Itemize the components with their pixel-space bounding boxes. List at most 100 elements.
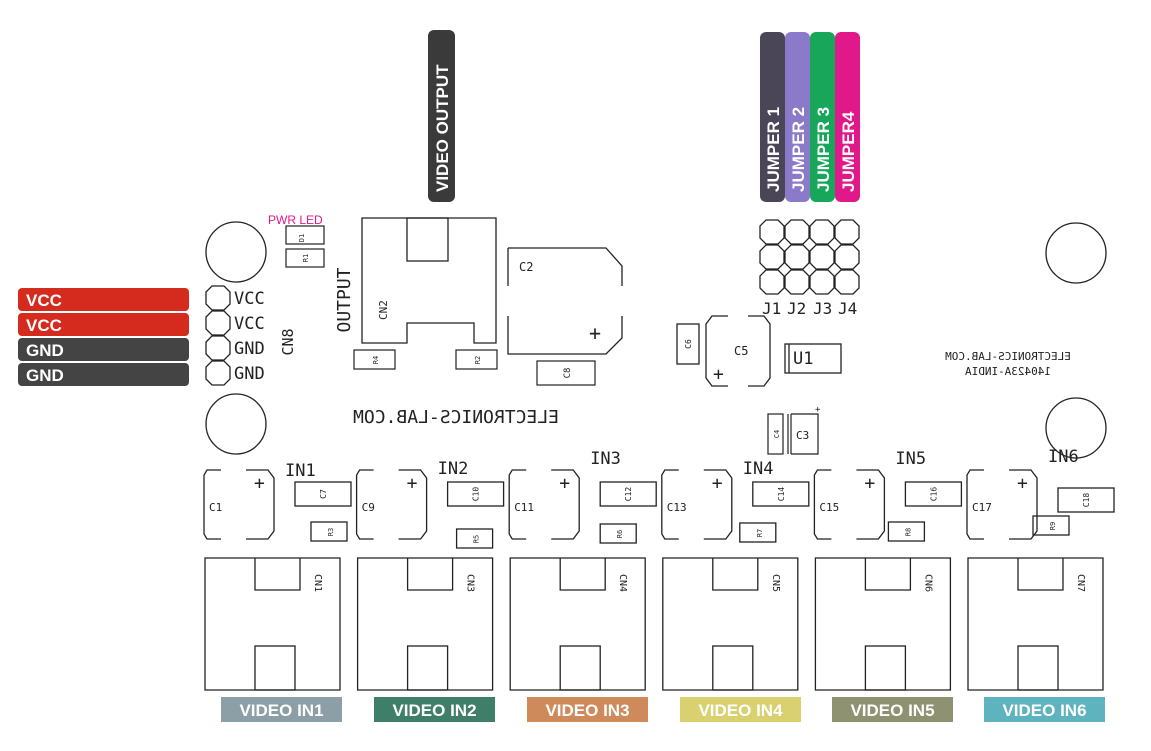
input-cap-small-label: C16 (929, 487, 938, 502)
jumper-label: J4 (838, 299, 857, 318)
input-connector-label: CN7 (1075, 574, 1086, 592)
input-cap-small-label: C14 (777, 487, 786, 502)
input-resistor-label: R6 (616, 530, 624, 538)
brand-silkscreen-mirrored: ELECTRONICS-LAB.COM (353, 407, 559, 428)
plus-marker: + (815, 405, 821, 415)
c6-label: C6 (684, 339, 693, 349)
input-tag-1: VIDEO IN1 (221, 697, 342, 722)
input-label: IN6 (1048, 447, 1079, 467)
capacitor-c2: C2 + (507, 247, 623, 355)
input-connector-label: CN5 (770, 574, 781, 592)
u1-label: U1 (793, 349, 813, 369)
output-connector: OUTPUT CN2 (334, 217, 497, 344)
mounting-hole (205, 393, 267, 455)
jumper-tag-1-label: JUMPER 1 (764, 107, 783, 192)
r1-label: R1 (302, 254, 310, 262)
plus-marker: + (864, 473, 875, 494)
plus-marker: + (559, 473, 570, 494)
brand-right-line2: 140423A-INDIA (965, 365, 1051, 378)
c8-label: C8 (563, 368, 573, 379)
jumper-tag-2: JUMPER 2 (785, 32, 810, 202)
input-cap-small-label: C18 (1082, 493, 1091, 508)
input-resistor-label: R9 (1049, 522, 1057, 530)
power-tag-vcc-1-label: VCC (26, 291, 62, 310)
plus-marker: + (407, 473, 418, 494)
pwr-led-area: PWR LED D1 R1 (268, 213, 325, 268)
brand-right-line1: ELECTRONICS-LAB.COM (945, 350, 1071, 363)
jumper-tag-3: JUMPER 3 (810, 32, 835, 202)
plus-marker: + (254, 473, 265, 494)
cn8-label: CN8 (279, 328, 297, 355)
input-resistor-label: R5 (473, 535, 481, 543)
pwr-led-label: PWR LED (268, 213, 323, 227)
input-connector-label: CN6 (922, 574, 933, 592)
input-tag-label: VIDEO IN2 (392, 701, 476, 720)
input-tag-label: VIDEO IN4 (698, 701, 783, 720)
input-tag-label: VIDEO IN5 (850, 701, 934, 720)
jumper-tag-2-label: JUMPER 2 (789, 107, 808, 192)
jumper-label: J3 (813, 299, 832, 318)
input-connector-label: CN4 (617, 574, 628, 592)
input-tag-label: VIDEO IN1 (239, 701, 323, 720)
r2-label: R2 (474, 356, 482, 364)
output-passives: R4 R2 C8 (353, 349, 596, 386)
input-tag-5: VIDEO IN5 (832, 697, 953, 722)
input-label: IN5 (895, 449, 926, 469)
led-d1 (285, 225, 325, 245)
input-tags: VIDEO IN1 VIDEO IN2 VIDEO IN3 VIDEO IN4 VIDE… (221, 697, 1105, 722)
power-tag-vcc-2: VCC (18, 313, 189, 336)
c4-label: C4 (773, 430, 781, 438)
input-tag-label: VIDEO IN3 (545, 701, 629, 720)
cn2-label: CN2 (377, 300, 390, 320)
input-connector-label: CN1 (312, 574, 323, 592)
mounting-holes (205, 221, 1107, 459)
input-cap-big-label: C1 (209, 501, 222, 514)
input-channels: IN1C1+C7R3CN1IN2C9+C10R5CN3IN3C11+C12R6C… (203, 447, 1115, 691)
c3-c4-area: C4 C3 + (767, 405, 821, 455)
power-tag-gnd-2-label: GND (26, 366, 64, 385)
jumper-tag-4: JUMPER4 (835, 32, 860, 202)
input-cap-big-label: C11 (514, 501, 534, 514)
input-tag-2: VIDEO IN2 (374, 697, 495, 722)
c3-label: C3 (796, 429, 809, 442)
input-cap-small-label: C12 (624, 487, 633, 502)
video-output-tag: VIDEO OUTPUT (428, 30, 455, 202)
plus-marker: + (712, 473, 723, 494)
input-cap-big-label: C9 (362, 501, 375, 514)
jumper-tag-1: JUMPER 1 (760, 32, 785, 202)
jumper-tag-3-label: JUMPER 3 (814, 107, 833, 192)
plus-marker: + (1017, 473, 1028, 494)
input-tag-6: VIDEO IN6 (984, 697, 1105, 722)
d1-label: D1 (298, 234, 306, 242)
jumper-tags: JUMPER 1 JUMPER 2 JUMPER 3 JUMPER4 (760, 32, 860, 202)
input-connector-label: CN3 (465, 574, 476, 592)
power-tag-vcc-1: VCC (18, 288, 189, 311)
input-label: IN1 (285, 461, 316, 481)
cn8-pin-label: GND (234, 339, 265, 359)
input-label: IN3 (590, 449, 621, 469)
cn8-header: VCC VCC GND GND CN8 (205, 285, 297, 386)
input-cap-small-label: C10 (472, 487, 481, 502)
power-tags: VCC VCC GND GND (18, 288, 189, 386)
input-tag-4: VIDEO IN4 (680, 697, 801, 722)
input-label: IN4 (743, 459, 774, 479)
input-tag-label: VIDEO IN6 (1002, 701, 1086, 720)
jumper-tag-4-label: JUMPER4 (839, 111, 858, 192)
plus-marker: + (589, 321, 601, 345)
input-cap-small-label: C7 (319, 489, 328, 499)
input-cap-big-label: C17 (972, 501, 992, 514)
brand-right: ELECTRONICS-LAB.COM 140423A-INDIA (945, 350, 1071, 378)
c5-label: C5 (734, 344, 748, 358)
input-cap-big-label: C15 (819, 501, 839, 514)
cn8-pin-label: GND (234, 364, 265, 384)
resistor-r1 (285, 248, 325, 268)
mounting-hole (1045, 222, 1107, 284)
power-tag-gnd-1-label: GND (26, 341, 64, 360)
